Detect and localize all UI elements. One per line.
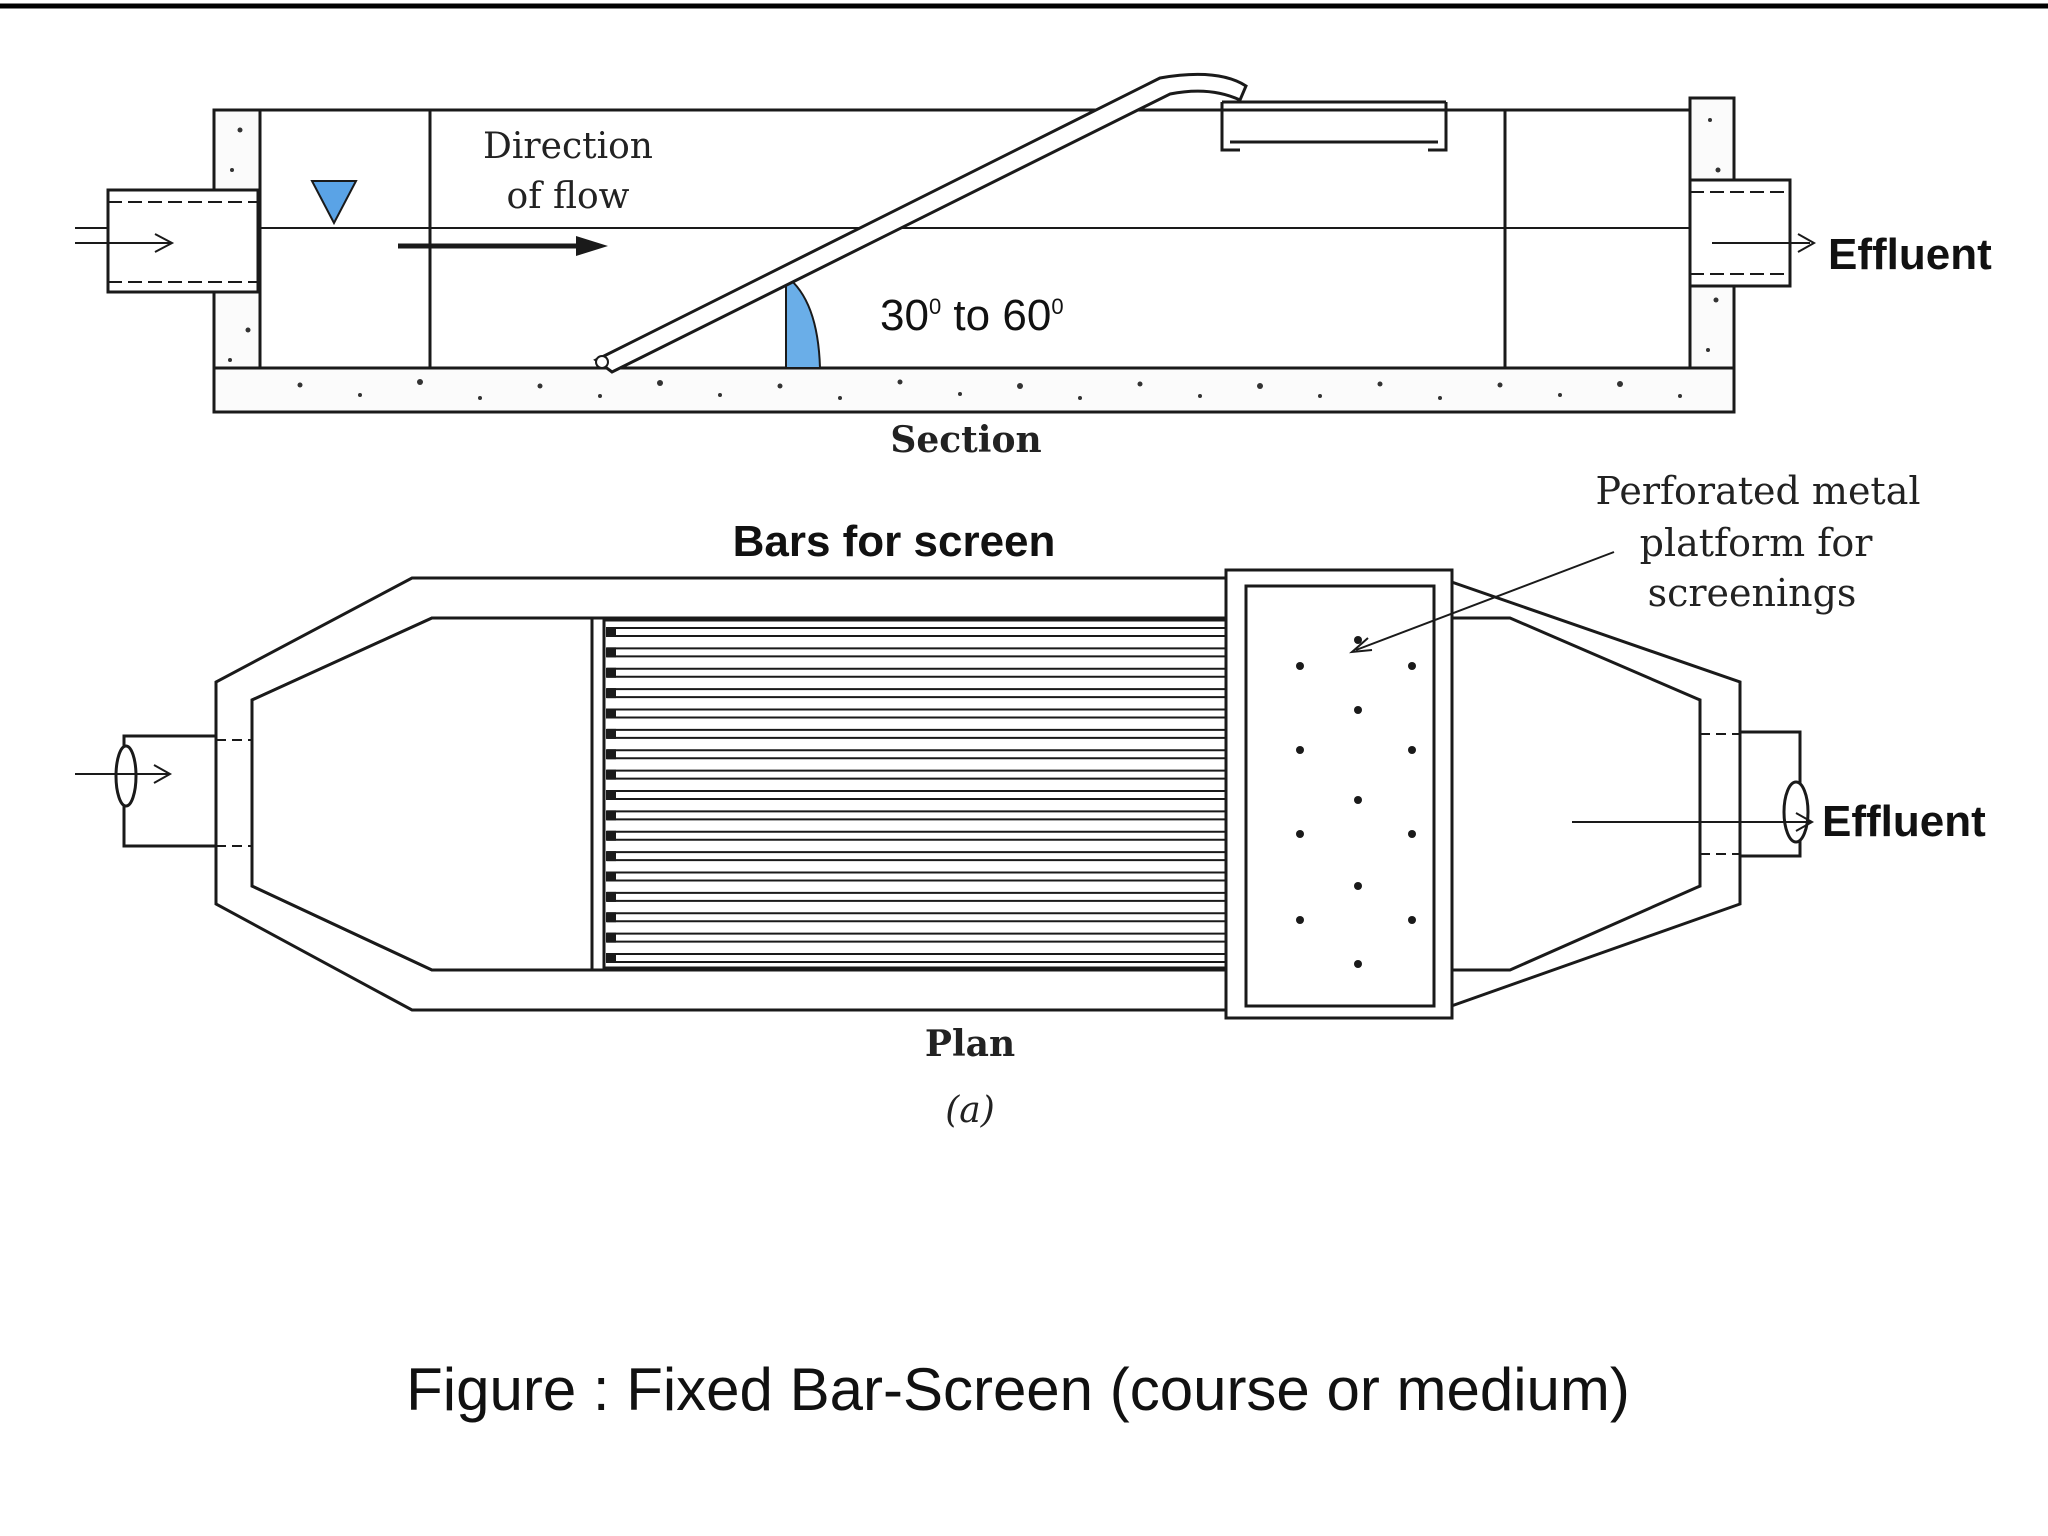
angle-label: 300 to 600 [880,291,1064,340]
screen-bar [607,810,1263,821]
screen-bar-start [606,912,616,923]
screen-bar [607,708,1263,719]
screen-bars [606,627,1263,963]
screen-bar-start [606,830,616,841]
screen-bar-start [606,810,616,821]
screen-bar-start [606,953,616,963]
screen-bar-start [606,688,616,699]
screen-bar [607,912,1263,923]
screen-bar [607,769,1263,780]
water-level-marker-icon [310,180,358,226]
direction-label-line1: Direction [483,126,653,167]
section-caption: Section [890,419,1041,461]
screen-bar-start [606,728,616,739]
screen-bar-start [606,627,616,637]
screen-bar [607,667,1263,678]
plan-caption: Plan [925,1023,1015,1065]
outlet-pipe [1688,178,1792,288]
screen-bar-start [606,851,616,862]
perforated-platform [1244,584,1436,1008]
inlet-transition [250,616,594,972]
platform-label-line2: platform for [1640,521,1874,565]
screen-bar-start [606,647,616,658]
figure-caption: Figure : Fixed Bar-Screen (course or med… [406,1356,1630,1423]
screen-bar-start [606,790,616,800]
screen-bar [607,688,1263,699]
screen-bar [607,953,1263,963]
platform-perforations [1296,636,1416,968]
screen-bar [607,830,1263,841]
section-concrete-floor [212,366,1736,414]
screen-bar-start [606,708,616,719]
screen-bar-start [606,871,616,882]
platform-label-line1: Perforated metal [1595,469,1920,513]
direction-label-line2: of flow [507,176,630,217]
screen-bar-start [606,667,616,678]
screen-bar [607,891,1263,902]
screen-bar [607,749,1263,760]
platform-label-line3: screenings [1648,571,1857,615]
section-view: Direction of flow 300 to 600 Effluent Se… [75,72,1992,461]
screen-bar [607,851,1263,862]
plan-outlet-pipe-end [1782,780,1810,844]
screen-bar-start [606,769,616,780]
plan-sub-caption: (a) [945,1090,995,1131]
screen-bar-start [606,891,616,902]
screen-bar [607,728,1263,739]
plan-effluent-label: Effluent [1822,797,1986,846]
section-effluent-label: Effluent [1828,230,1992,279]
section-platform [1220,100,1448,152]
bars-for-screen-label: Bars for screen [733,517,1056,566]
plan-inlet-pipe-end [114,744,138,808]
inlet-flow-arrowhead [154,233,175,253]
screen-bar [607,647,1263,658]
inlet-pipe [106,188,260,294]
section-chamber [258,108,1692,370]
screen-bar [607,871,1263,882]
screen-bar [607,627,1263,637]
plan-view: Bars for screen Perforated metal platfor… [75,469,1986,1131]
screen-bar-start [606,749,616,760]
outlet-transition [1450,616,1702,972]
screen-bar [607,790,1263,800]
screen-bar-start [606,932,616,943]
screen-bar [607,932,1263,943]
platform-leader-line [1355,551,1615,651]
inclined-bar-screen [593,72,1248,374]
outlet-flow-arrowhead [1797,233,1817,253]
plan-inlet-pipe [122,734,218,848]
direction-arrowhead [576,236,608,256]
